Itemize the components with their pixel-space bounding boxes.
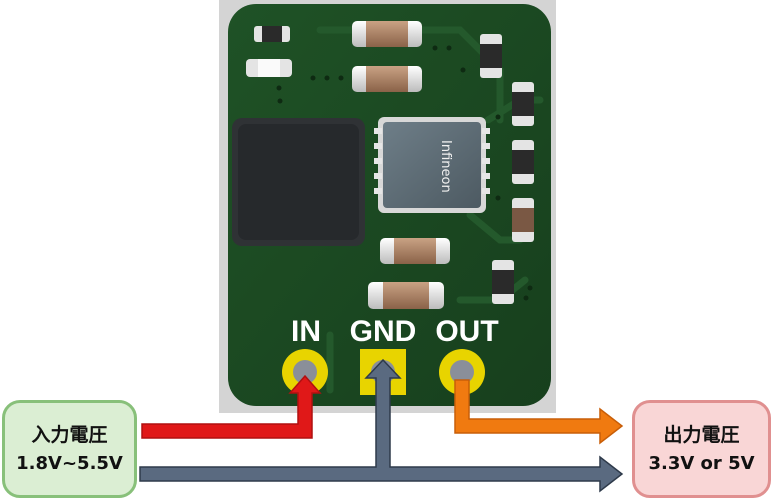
smd-resistor (254, 26, 290, 42)
smd-resistor (512, 198, 534, 242)
input-voltage-title: 入力電圧 (31, 424, 108, 446)
ic-chip: Infineon (374, 117, 490, 213)
inductor-top (238, 124, 359, 240)
output-voltage-box: 出力電圧 3.3V or 5V (632, 400, 771, 498)
smd-resistor (492, 260, 514, 304)
input-arrow (141, 374, 322, 439)
output-voltage-title: 出力電圧 (663, 424, 740, 446)
chip-brand-label: Infineon (438, 140, 453, 193)
smd-resistor (512, 82, 534, 126)
smd-capacitor (380, 238, 450, 264)
pad-out (439, 349, 485, 395)
pcb-vias (276, 45, 533, 301)
smd-capacitor (352, 21, 422, 47)
pin-label-out: OUT (435, 315, 498, 348)
smd-capacitor (352, 66, 422, 92)
smd-resistor (480, 34, 502, 78)
output-voltage-range: 3.3V or 5V (648, 453, 755, 474)
input-voltage-range: 1.8V~5.5V (16, 453, 123, 474)
ground-arrow (139, 358, 624, 493)
pin-label-gnd: GND (350, 315, 417, 348)
output-arrow (454, 379, 624, 445)
input-voltage-box: 入力電圧 1.8V~5.5V (2, 400, 137, 498)
pad-in (282, 349, 328, 395)
pin-label-in: IN (291, 315, 321, 348)
smd-capacitor (368, 282, 444, 309)
smd-resistor (512, 140, 534, 184)
smd-led (246, 59, 292, 77)
